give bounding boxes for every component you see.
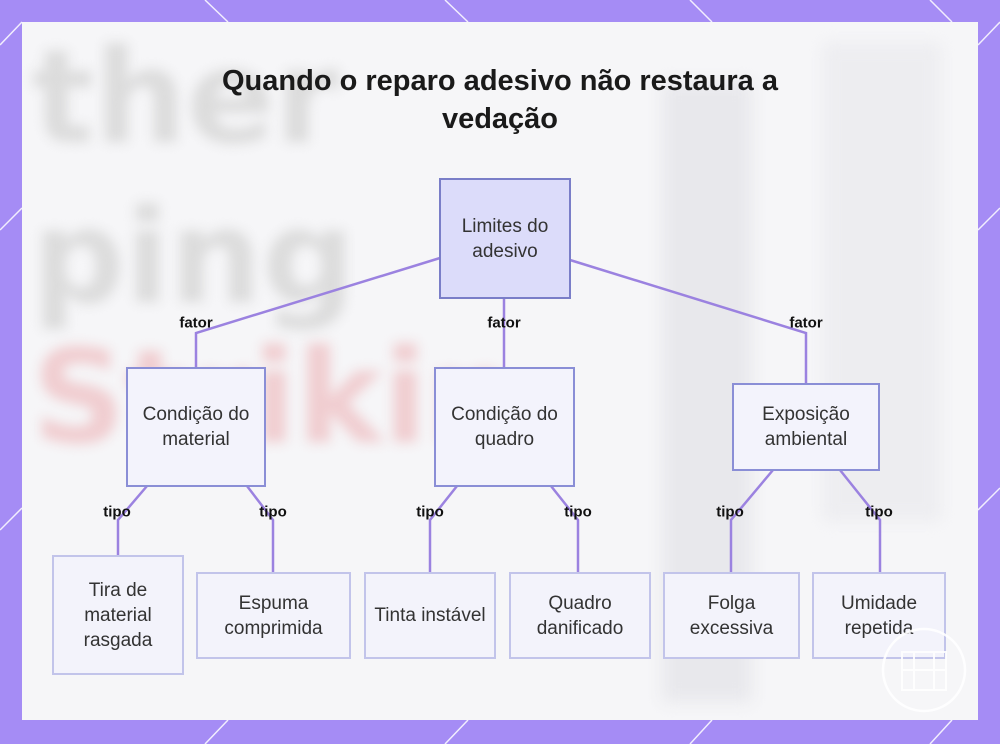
node-tira-label: Tira de material rasgada [83,579,153,651]
edge-quadro-tinta [428,485,458,573]
node-umidade-label: Umidade repetida [840,592,918,639]
watermark-logo-icon [881,627,967,713]
node-tira: Tira de material rasgada [52,555,184,675]
node-material-label: Condição do material [142,404,250,450]
node-material: Condição do material [126,367,266,487]
background-word-1: ther [32,22,339,173]
node-espuma-label: Espuma comprimida [224,592,323,639]
node-tinta-label: Tinta instável [374,605,486,626]
edge-ambiente-folga [729,469,774,573]
node-umidade: Umidade repetida [812,572,946,659]
edge-root-material [194,256,441,368]
edge-label-tipo-6: tipo [865,503,893,521]
edge-label-fator-1: fator [179,314,213,332]
edge-material-espuma [246,485,275,573]
node-danificado: Quadro danificado [509,572,651,659]
diagram-title: Quando o reparo adesivo não restaura a v… [222,65,778,135]
node-danificado-label: Quadro danificado [536,592,624,639]
edge-label-tipo-3: tipo [416,503,444,521]
node-quadro-label: Condição do quadro [451,404,558,450]
edge-quadro-danificado [550,485,580,573]
edge-root-ambiente [569,258,808,384]
edge-label-tipo-1: tipo [103,503,131,521]
node-ambiente: Exposição ambiental [732,383,880,471]
node-espuma: Espuma comprimida [196,572,351,659]
edge-label-fator-2: fator [487,314,521,332]
edge-label-tipo-2: tipo [259,503,287,521]
node-folga: Folga excessiva [663,572,800,659]
edge-label-tipo-5: tipo [716,503,744,521]
node-folga-label: Folga excessiva [689,592,774,639]
edge-label-tipo-4: tipo [564,503,592,521]
edge-label-fator-3: fator [789,314,823,332]
node-ambiente-label: Exposição ambiental [762,404,850,450]
node-root: Limites do adesivo [439,178,571,299]
node-quadro: Condição do quadro [434,367,575,487]
edge-material-tira [116,485,148,556]
node-root-label: Limites do adesivo [461,215,549,262]
edge-ambiente-umidade [839,469,882,573]
node-tinta: Tinta instável [364,572,496,659]
